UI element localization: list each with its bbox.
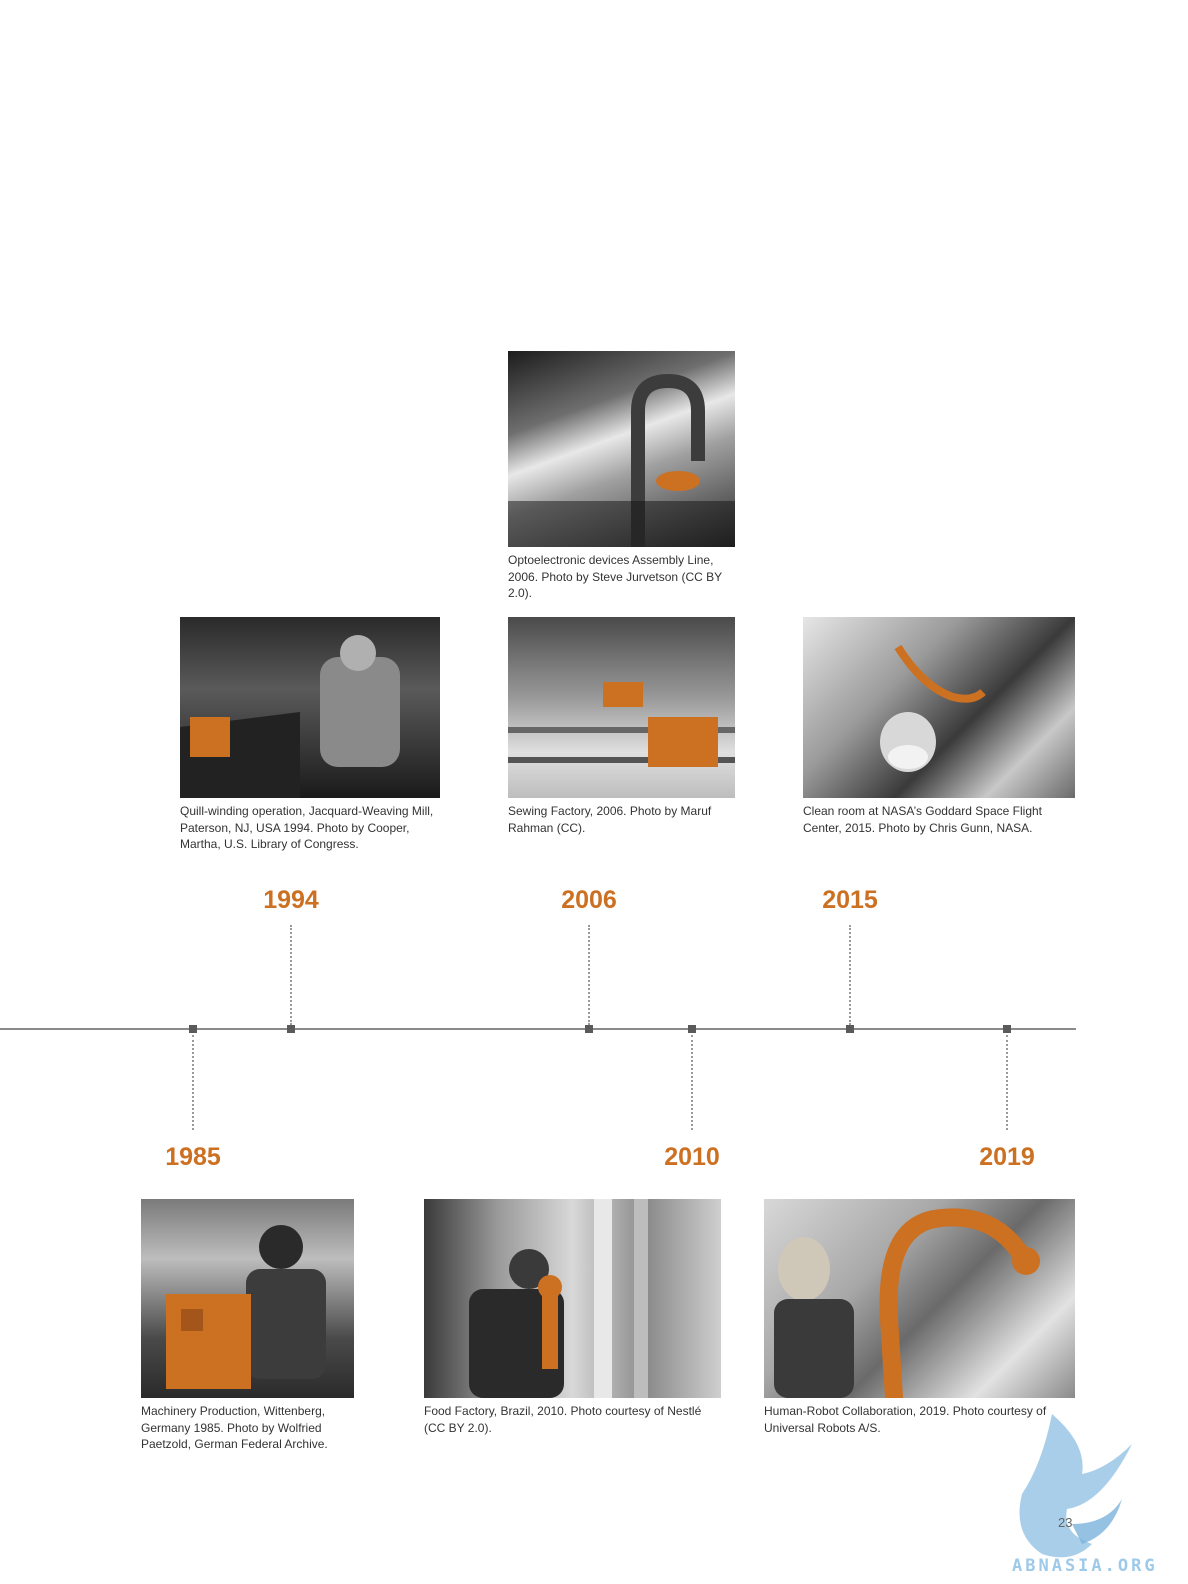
year-label-2019: 2019 — [979, 1143, 1035, 1171]
photo-sewing-factory — [508, 617, 735, 798]
photo-optoelectronic-art — [508, 373, 735, 547]
photo-robot-art — [774, 1208, 1040, 1398]
timeline-marker-1985 — [189, 1025, 197, 1033]
year-label-1994: 1994 — [263, 886, 319, 914]
photo-quill-winding-art — [180, 635, 400, 798]
year-label-2010: 2010 — [664, 1143, 720, 1171]
timeline-marker-2019 — [1003, 1025, 1011, 1033]
caption-food-factory: Food Factory, Brazil, 2010. Photo courte… — [424, 1404, 702, 1435]
timeline-marker-2015 — [846, 1025, 854, 1033]
caption-sewing-factory: Sewing Factory, 2006. Photo by Maruf Rah… — [508, 804, 712, 835]
photo-sewing-factory-art — [508, 682, 735, 767]
connector-2010 — [691, 1035, 693, 1130]
photo-food-factory-art — [469, 1199, 648, 1398]
photo-human-robot-collaboration — [764, 1199, 1075, 1398]
photo-clean-room-art — [880, 644, 986, 772]
photo-quill-winding — [180, 617, 440, 798]
page-number: 23 — [1058, 1515, 1073, 1530]
connector-2015 — [849, 925, 851, 1025]
abnasia-watermark-logo — [1019, 1414, 1132, 1558]
photo-clean-room — [803, 617, 1075, 798]
timeline-marker-2010 — [688, 1025, 696, 1033]
year-label-2015: 2015 — [822, 886, 878, 914]
caption-optoelectronic: Optoelectronic devices Assembly Line, 20… — [508, 553, 722, 600]
connector-1994 — [290, 925, 292, 1025]
connector-2006 — [588, 925, 590, 1025]
photo-machinery-production — [141, 1199, 354, 1398]
year-label-1985: 1985 — [165, 1143, 221, 1171]
timeline-marker-1994 — [287, 1025, 295, 1033]
photo-optoelectronic-assembly — [508, 351, 735, 547]
caption-quill-winding: Quill-winding operation, Jacquard-Weavin… — [180, 804, 434, 851]
caption-machinery-production: Machinery Production, Wittenberg, German… — [141, 1404, 328, 1451]
photo-food-factory — [424, 1199, 721, 1398]
watermark-text: ABNASIA.ORG — [1012, 1556, 1158, 1576]
caption-clean-room: Clean room at NASA’s Goddard Space Fligh… — [803, 804, 1043, 835]
timeline-axis — [0, 1028, 1076, 1030]
connector-2019 — [1006, 1035, 1008, 1130]
connector-1985 — [192, 1035, 194, 1130]
year-label-2006: 2006 — [561, 886, 617, 914]
timeline-marker-2006 — [585, 1025, 593, 1033]
caption-human-robot-collaboration: Human-Robot Collaboration, 2019. Photo c… — [764, 1404, 1047, 1435]
photo-machinery-art — [166, 1225, 326, 1389]
